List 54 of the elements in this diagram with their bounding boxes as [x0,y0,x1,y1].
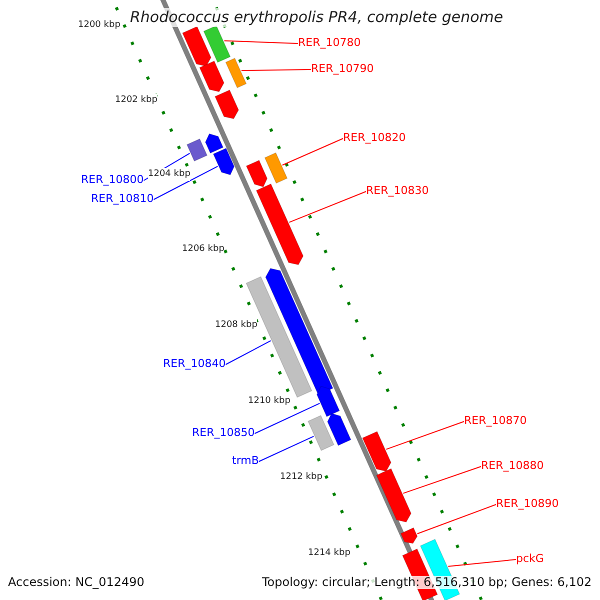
gene-label: RER_10880 [481,459,544,472]
gene-feature [212,148,235,176]
gene-feature [316,386,340,418]
gene-feature [199,60,224,92]
leader-line [282,138,344,166]
leader-line [386,421,464,450]
title: Rhodococcus erythropolis PR4, complete genome [130,8,504,27]
gene-feature [362,430,392,472]
gene-feature [182,26,212,67]
gene-feature [265,268,334,396]
leader-line [225,340,272,365]
leader-line [288,191,366,223]
scale-tick-label: 1210 kbp [248,395,290,408]
gene-label: pckG [516,552,544,565]
leader-line [224,40,298,44]
gene-label: RER_10810 [91,192,154,205]
gene-feature [214,89,240,120]
scale-tick-label: 1214 kbp [308,547,350,560]
gene-feature [400,527,418,544]
leader-line [258,436,314,462]
scale-tick-label: 1212 kbp [280,471,322,484]
gene-feature [246,160,268,188]
scale-tick-label: 1206 kbp [182,243,224,256]
gene-label: RER_10840 [163,357,226,370]
leader-line [240,69,312,72]
leader-line [402,466,482,494]
gene-label: RER_10870 [464,414,527,427]
gene-label: RER_10780 [298,36,361,49]
scale-tick-label: 1200 kbp [78,19,120,32]
leader-line [254,402,320,434]
gene-label: RER_10820 [343,131,406,144]
gene-label: RER_10800 [81,173,144,186]
gene-feature [186,138,208,162]
gene-feature [308,414,334,452]
gene-label: RER_10790 [311,62,374,75]
gene-feature [203,25,231,63]
gene-feature [327,412,352,446]
gene-feature [204,133,224,154]
scale-tick-label: 1204 kbp [148,168,190,181]
footer-note: Accession: NC_012490 [8,576,144,589]
gene-feature [256,183,304,266]
gene-feature [376,468,412,523]
scale-tick-label: 1202 kbp [115,94,158,107]
leader-line [416,504,496,534]
scale-tick-label: 1208 kbp [215,319,258,332]
gene-label: RER_10890 [496,497,559,510]
gene-label: RER_10850 [192,426,255,439]
gene-label: RER_10830 [366,184,429,197]
gene-feature [225,58,247,88]
gene-feature [264,152,288,184]
leader-line [153,166,218,200]
gene-label: trmB [232,454,259,467]
footer-note: Topology: circular; Length: 6,516,310 bp; Genes: 6,102 [262,576,592,589]
leader-line [448,559,516,567]
